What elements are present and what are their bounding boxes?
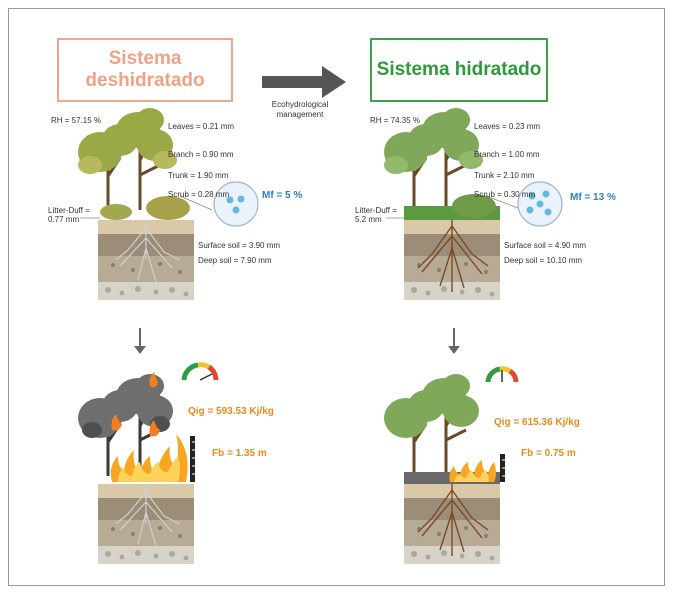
right-litter-label-2: 5.2 mm — [355, 215, 382, 224]
height-ruler-icon — [500, 454, 505, 482]
flame-icon — [449, 460, 496, 482]
right-litter-label-1: Litter-Duff = — [355, 206, 397, 215]
left-litter-label-1: Litter-Duff = — [48, 206, 90, 215]
hydrated-system-fire — [384, 366, 519, 564]
dry-system-fire — [78, 362, 219, 564]
right-trunk-label: Trunk = 2.10 mm — [474, 171, 535, 180]
height-ruler-icon — [190, 436, 195, 482]
arrow-down-icon — [134, 328, 146, 354]
arrow-label: Ecohydrological management — [271, 100, 329, 119]
right-mf-value: Mf = 13 % — [570, 192, 616, 203]
dry-system-top — [78, 108, 259, 300]
left-mf-value: Mf = 5 % — [262, 190, 303, 201]
arrow-down-icon — [448, 328, 460, 354]
left-scrub-label: Scrub = 0.28 mm — [168, 190, 230, 199]
right-fb-value: Fb = 0.75 m — [521, 448, 576, 459]
droplet-circle-icon — [213, 181, 259, 227]
left-deep-soil-label: Deep soil = 7.90 mm — [198, 256, 272, 265]
flame-icon — [110, 372, 188, 482]
gauge-icon — [485, 366, 519, 383]
hydrated-system-top — [384, 108, 563, 300]
right-surface-soil-label: Surface soil = 4.90 mm — [504, 241, 587, 250]
left-leaves-label: Leaves = 0.21 mm — [168, 122, 235, 131]
left-rh-label: RH = 57.15 % — [51, 116, 102, 125]
left-branch-label: Branch = 0.90 mm — [168, 150, 234, 159]
left-qig-value: Qig = 593.53 Kj/kg — [188, 406, 274, 417]
left-litter-label-2: 0.77 mm — [48, 215, 80, 224]
title-dry-system: Sistema deshidratado — [57, 38, 233, 102]
gauge-icon — [181, 362, 219, 381]
arrow-right-icon — [262, 66, 346, 98]
title-hydrated-system: Sistema hidratado — [370, 38, 548, 102]
left-surface-soil-label: Surface soil = 3.90 mm — [198, 241, 281, 250]
right-leaves-label: Leaves = 0.23 mm — [474, 122, 541, 131]
right-rh-label: RH = 74.35 % — [370, 116, 421, 125]
left-fb-value: Fb = 1.35 m — [212, 448, 267, 459]
droplet-circle-icon — [517, 181, 563, 227]
right-branch-label: Branch = 1.00 mm — [474, 150, 540, 159]
right-qig-value: Qig = 615.36 Kj/kg — [494, 417, 580, 428]
right-deep-soil-label: Deep soil = 10.10 mm — [504, 256, 583, 265]
left-trunk-label: Trunk = 1.90 mm — [168, 171, 229, 180]
right-scrub-label: Scrub = 0.30 mm — [474, 190, 536, 199]
